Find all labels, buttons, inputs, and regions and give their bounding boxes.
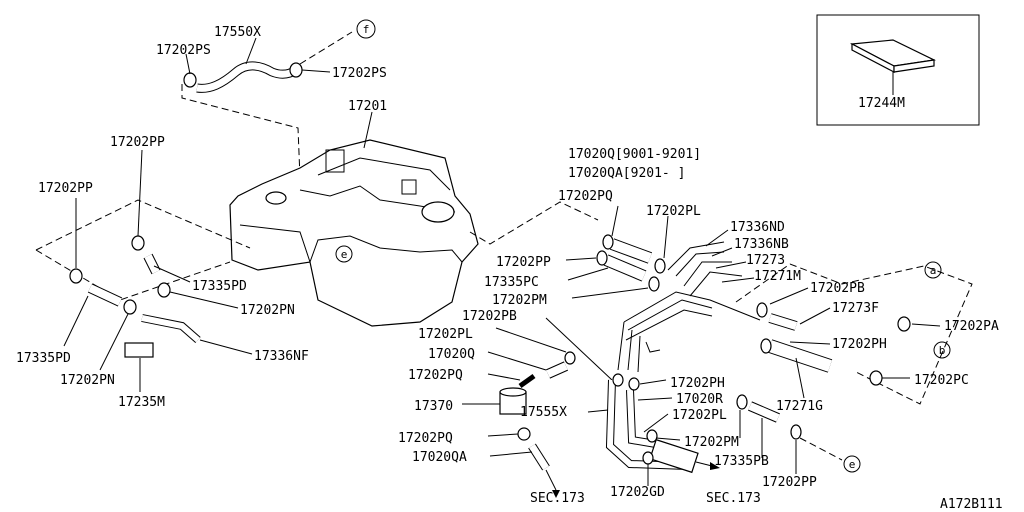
label-17202PL-bottom: 17202PL [672, 408, 727, 423]
label-17336ND: 17336ND [730, 220, 785, 235]
label-17202PQ-top: 17202PQ [558, 189, 613, 204]
callout-a [924, 261, 942, 279]
inset-frame [816, 14, 980, 126]
callout-b-text: b [939, 344, 946, 357]
callout-e-tank-text: e [341, 248, 348, 261]
label-17335PB: 17335PB [714, 454, 769, 469]
callout-e-tank [335, 245, 353, 263]
label-17271G: 17271G [776, 399, 823, 414]
label-17273: 17273 [746, 253, 785, 268]
fuel-filter-17370 [499, 373, 536, 415]
clamp-17202PP-left [69, 268, 83, 284]
label-17244M: 17244M [858, 96, 905, 111]
label-sec173-left: SEC.173 [530, 491, 585, 506]
label-17202PP-left: 17202PP [38, 181, 93, 196]
label-17202PH-right: 17202PH [832, 337, 887, 352]
label-17020R: 17020R [676, 392, 723, 407]
label-17202PB-right: 17202PB [810, 281, 865, 296]
label-17202PM-bottom: 17202PM [684, 435, 739, 450]
label-17201: 17201 [348, 99, 387, 114]
clamp-17202PN-mid [157, 282, 171, 298]
label-17202PS-right: 17202PS [332, 66, 387, 81]
label-17271M: 17271M [754, 269, 801, 284]
label-17020QA: 17020QA [412, 450, 467, 465]
label-sec173-right: SEC.173 [706, 491, 761, 506]
fuel-pipe-bundle [617, 241, 761, 373]
label-17020QA-9201: 17020QA[9201- ] [568, 166, 685, 181]
label-17335PC: 17335PC [484, 275, 539, 290]
hose-17202GD-area [649, 438, 699, 474]
label-17273F: 17273F [832, 301, 879, 316]
label-17202PN-left: 17202PN [60, 373, 115, 388]
clamp-17202PC [869, 370, 883, 386]
label-17335PD-mid: 17335PD [192, 279, 247, 294]
bracket-17235M [124, 342, 154, 358]
label-17336NB: 17336NB [734, 237, 789, 252]
label-17550X: 17550X [214, 25, 261, 40]
label-17202PQ-bottom: 17202PQ [398, 431, 453, 446]
clamp-17202PQ-bot [517, 427, 531, 441]
clamp-17202PS-left [183, 72, 197, 88]
label-17202PM-top: 17202PM [492, 293, 547, 308]
label-17202PL-top: 17202PL [646, 204, 701, 219]
label-17202PL-mid: 17202PL [418, 327, 473, 342]
clamp-17202PA [897, 316, 911, 332]
label-17020Q: 17020Q [428, 347, 475, 362]
label-17202PP-top: 17202PP [110, 135, 165, 150]
label-17202PS-left: 17202PS [156, 43, 211, 58]
callout-e-bottom-text: e [849, 458, 856, 471]
label-17202PB-left: 17202PB [462, 309, 517, 324]
label-17202GD: 17202GD [610, 485, 665, 500]
callout-e-bottom [843, 455, 861, 473]
label-17202PN-mid: 17202PN [240, 303, 295, 318]
callout-f [356, 19, 376, 39]
label-17336NF: 17336NF [254, 349, 309, 364]
callout-f-text: f [363, 23, 370, 36]
label-17335PD-left: 17335PD [16, 351, 71, 366]
label-17370: 17370 [414, 399, 453, 414]
label-17202PP-bottom: 17202PP [762, 475, 817, 490]
label-17235M: 17235M [118, 395, 165, 410]
label-17202PP-mid: 17202PP [496, 255, 551, 270]
clamp-17202PN-left [123, 299, 137, 315]
callout-a-text: a [930, 264, 937, 277]
clamp-17202PS-right [289, 62, 303, 78]
label-17555X: 17555X [520, 405, 567, 420]
clamp-17202PP-mid [131, 235, 145, 251]
label-17202PQ-mid: 17202PQ [408, 368, 463, 383]
label-17202PC: 17202PC [914, 373, 969, 388]
callout-b [933, 341, 951, 359]
diagram-reference-code: A172B111 [940, 497, 1003, 512]
label-17202PH-center: 17202PH [670, 376, 725, 391]
label-17020Q-9001-9201: 17020Q[9001-9201] [568, 147, 701, 162]
label-17202PA: 17202PA [944, 319, 999, 334]
fuel-tank-17201 [229, 139, 479, 327]
